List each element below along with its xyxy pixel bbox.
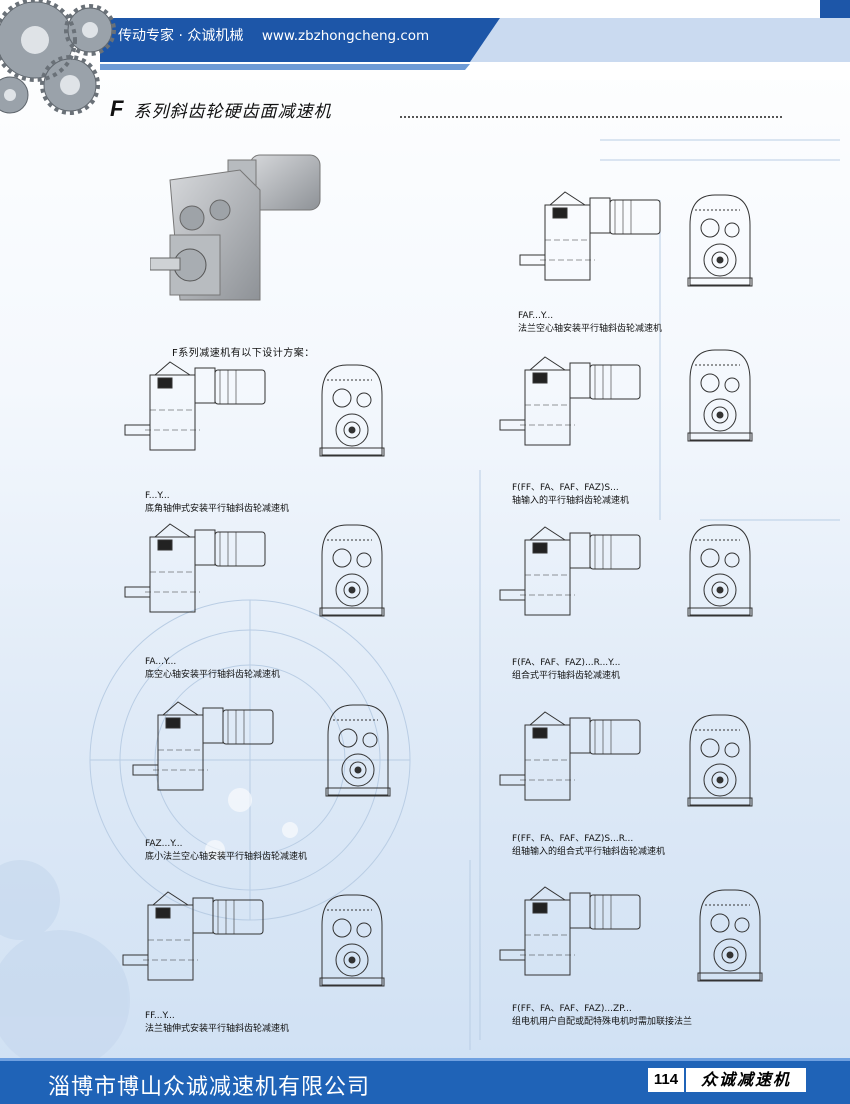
design-code: F(FF、FA、FAF、FAZ)S...R... (512, 834, 634, 844)
design-code: FF...Y... (145, 1011, 175, 1021)
page-number: 114 (648, 1068, 684, 1092)
drawing-side-view-10 (128, 700, 278, 804)
drawing-side-view-2 (120, 360, 270, 464)
drawing-front-view-1 (680, 190, 830, 294)
design-code: FAZ...Y... (145, 839, 183, 849)
design-desc: 底空心轴安装平行轴斜齿轮减速机 (145, 670, 281, 680)
drawing-front-view-15 (312, 890, 462, 994)
caption-faf-y: FAF...Y... 法兰空心轴安装平行轴斜齿轮减速机 (518, 310, 662, 336)
design-code: F...Y... (145, 491, 170, 501)
header-text: 传动专家 · 众诚机械 www.zbzhongcheng.com (118, 25, 429, 45)
design-desc: 组电机用户自配或配特殊电机时需加联接法兰 (512, 1017, 693, 1027)
design-desc: 轴输入的平行轴斜齿轮减速机 (512, 496, 630, 506)
header-slogan: 传动专家 · 众诚机械 (118, 28, 244, 44)
drawing-front-view-17 (690, 885, 840, 989)
design-intro: F系列减速机有以下设计方案： (172, 348, 315, 359)
page-title: F 系列斜齿轮硬齿面减速机 (110, 96, 331, 122)
caption-fa-r-y: F(FA、FAF、FAZ)...R...Y... 组合式平行轴斜齿轮减速机 (512, 657, 620, 683)
caption-f-s-r: F(FF、FA、FAF、FAZ)S...R... 组轴输入的组合式平行轴斜齿轮减… (512, 833, 665, 859)
drawing-side-view-4 (495, 355, 645, 459)
drawing-side-view-14 (118, 890, 268, 994)
caption-fa-y: FA...Y... 底空心轴安装平行轴斜齿轮减速机 (145, 656, 280, 682)
caption-ff-y: FF...Y... 法兰轴伸式安装平行轴斜齿轮减速机 (145, 1010, 289, 1036)
design-desc: 底小法兰空心轴安装平行轴斜齿轮减速机 (145, 852, 308, 862)
drawing-side-view-8 (495, 525, 645, 629)
drawing-side-view-16 (495, 885, 645, 989)
caption-f-y: F...Y... 底角轴伸式安装平行轴斜齿轮减速机 (145, 490, 289, 516)
design-code: FA...Y... (145, 657, 177, 667)
design-code: F(FA、FAF、FAZ)...R...Y... (512, 658, 621, 668)
design-desc: 组轴输入的组合式平行轴斜齿轮减速机 (512, 847, 666, 857)
drawing-side-view-0 (515, 190, 665, 294)
gear-cluster-icon (0, 0, 116, 115)
drawing-front-view-11 (318, 700, 468, 804)
design-code: FAF...Y... (518, 311, 554, 321)
footer-company: 淄博市博山众诚减速机有限公司 (48, 1075, 371, 1100)
design-code: F(FF、FA、FAF、FAZ)...ZP... (512, 1004, 632, 1014)
title-rule (400, 116, 782, 118)
title-letter: F (110, 96, 124, 121)
caption-f-zp: F(FF、FA、FAF、FAZ)...ZP... 组电机用户自配或配特殊电机时需… (512, 1003, 692, 1029)
drawing-side-view-6 (120, 522, 270, 626)
design-desc: 组合式平行轴斜齿轮减速机 (512, 671, 621, 681)
design-desc: 底角轴伸式安装平行轴斜齿轮减速机 (145, 504, 290, 514)
design-desc: 法兰轴伸式安装平行轴斜齿轮减速机 (145, 1024, 290, 1034)
drawing-front-view-9 (680, 520, 830, 624)
design-desc: 法兰空心轴安装平行轴斜齿轮减速机 (518, 324, 663, 334)
title-text: 系列斜齿轮硬齿面减速机 (133, 101, 332, 122)
drawing-front-view-7 (312, 520, 462, 624)
product-photo (150, 154, 321, 301)
drawing-front-view-3 (312, 360, 462, 464)
footer-brand: 众诚减速机 (686, 1068, 806, 1092)
caption-faz-y: FAZ...Y... 底小法兰空心轴安装平行轴斜齿轮减速机 (145, 838, 307, 864)
header-website-link[interactable]: www.zbzhongcheng.com (261, 28, 430, 44)
drawing-side-view-12 (495, 710, 645, 814)
header-bar (0, 0, 850, 80)
caption-f-s: F(FF、FA、FAF、FAZ)S... 轴输入的平行轴斜齿轮减速机 (512, 482, 629, 508)
drawing-front-view-5 (680, 345, 830, 449)
design-code: F(FF、FA、FAF、FAZ)S... (512, 483, 619, 493)
drawing-front-view-13 (680, 710, 830, 814)
